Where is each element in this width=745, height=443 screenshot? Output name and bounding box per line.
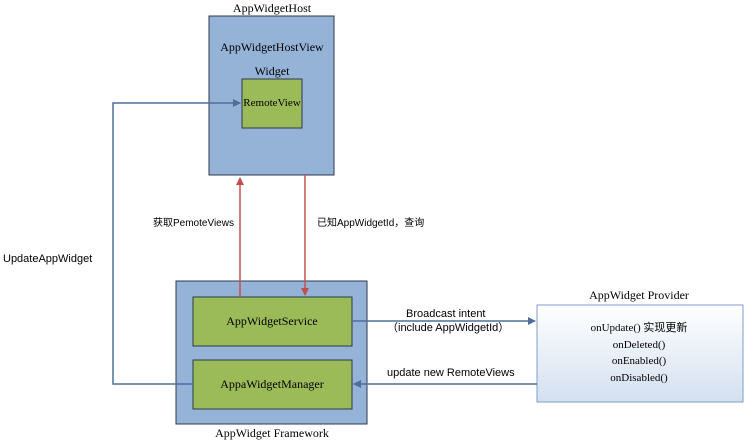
arrow-update-app-widget: [112, 99, 241, 385]
label-get-remote-views: 获取PemoteViews: [153, 217, 234, 229]
provider-method-onupdate: onUpdate() 实现更新: [591, 320, 688, 334]
provider-method-ondeleted: onDeleted(): [613, 339, 666, 351]
label-broadcast-line1: Broadcast intent: [406, 308, 486, 320]
remote-view-box: [241, 78, 303, 129]
label-broadcast-line2: （include AppWidgetId）: [387, 321, 509, 334]
manager-box: [192, 359, 353, 410]
provider-method-ondisabled: onDisabled(): [610, 372, 668, 384]
service-label: AppWidgetService: [226, 314, 318, 328]
label-query-by-id: 已知AppWidgetId，查询: [317, 216, 424, 229]
provider-box: [536, 304, 744, 403]
label-update-new-remote-views: update new RemoteViews: [387, 367, 515, 379]
widget-label: Widget: [255, 64, 291, 78]
provider-title: AppWidget Provider: [589, 288, 689, 302]
remote-view-label: RemoteView: [243, 97, 300, 109]
service-box: [192, 296, 353, 347]
host-view-label: AppWidgetHostView: [220, 40, 324, 54]
manager-label: AppaWidgetManager: [220, 377, 323, 391]
label-update-app-widget: UpdateAppWidget: [3, 253, 92, 265]
host-title: AppWidgetHost: [233, 1, 312, 15]
provider-method-onenabled: onEnabled(): [612, 355, 667, 367]
framework-title: AppWidget Framework: [215, 426, 329, 440]
